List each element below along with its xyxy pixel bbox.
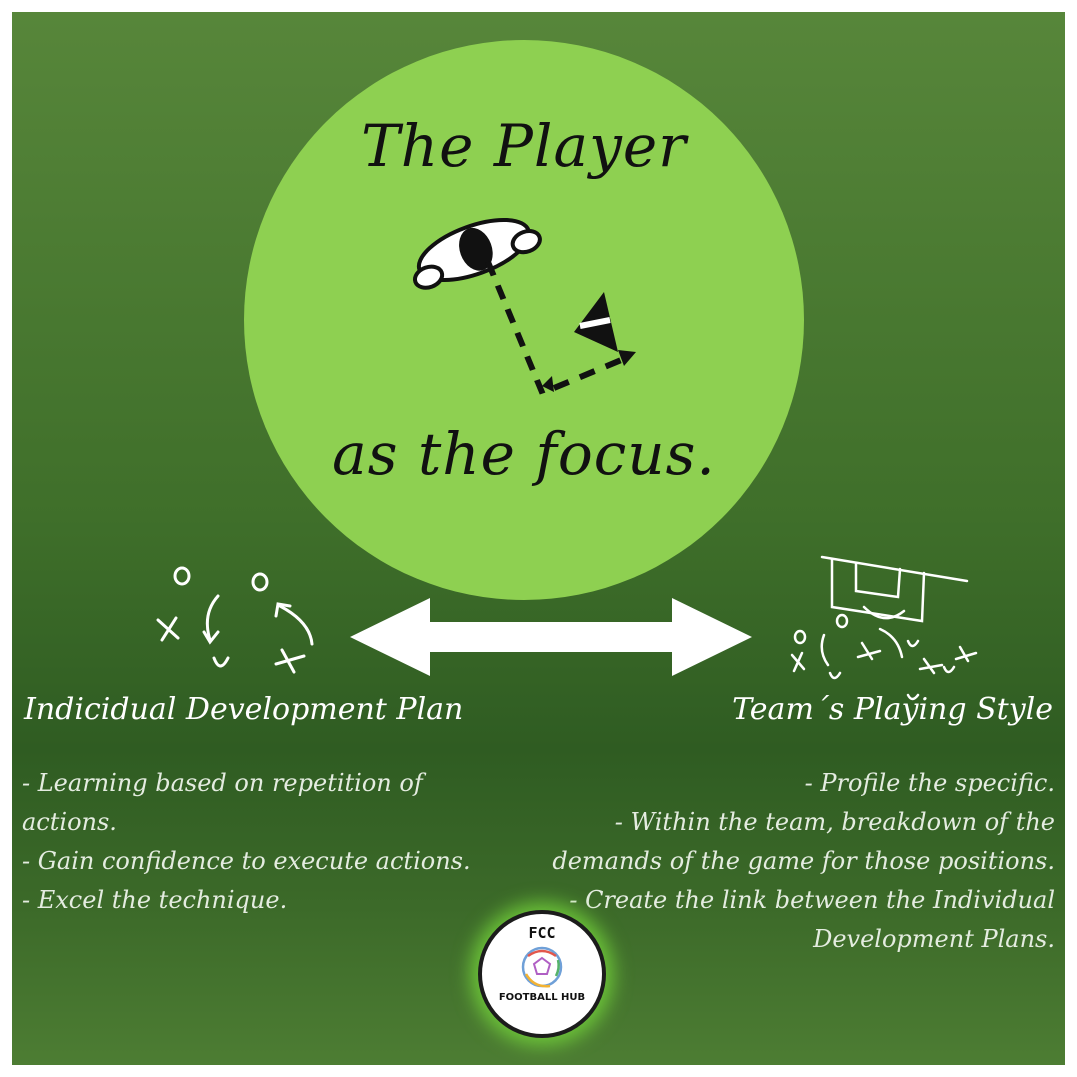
list-item: - Within the team, breakdown of the dema… bbox=[552, 808, 1055, 875]
tactics-sketch-left-icon bbox=[156, 566, 314, 674]
tactics-sketch-right-icon bbox=[790, 555, 978, 701]
list-item: - Excel the technique. bbox=[22, 886, 288, 914]
list-item: - Gain confidence to execute actions. bbox=[22, 847, 471, 875]
focus-circle: The Player as the focus. bbox=[244, 40, 804, 600]
logo-bottom-text: FOOTBALL HUB bbox=[498, 992, 586, 1003]
player-cone-drill-icon bbox=[412, 217, 636, 398]
logo-top-text: FCC bbox=[528, 924, 556, 942]
list-item: - Learning based on repetition of action… bbox=[22, 769, 423, 836]
club-logo: FCC FOOTBALL HUB bbox=[478, 910, 606, 1038]
right-bullet-list: - Profile the specific. - Within the tea… bbox=[535, 764, 1055, 959]
list-item: - Create the link between the Individual… bbox=[569, 886, 1055, 953]
title-line-2: as the focus. bbox=[332, 420, 716, 488]
list-item: - Profile the specific. bbox=[804, 769, 1055, 797]
left-heading: Indicidual Development Plan bbox=[24, 692, 464, 727]
background-frame: The Player as the focus. bbox=[12, 12, 1065, 1065]
double-arrow-icon bbox=[350, 598, 752, 676]
right-heading: Team´s Playing Style bbox=[732, 692, 1053, 727]
left-bullet-list: - Learning based on repetition of action… bbox=[22, 764, 522, 920]
title-line-1: The Player bbox=[361, 112, 687, 180]
soccer-ball-icon bbox=[521, 946, 563, 988]
